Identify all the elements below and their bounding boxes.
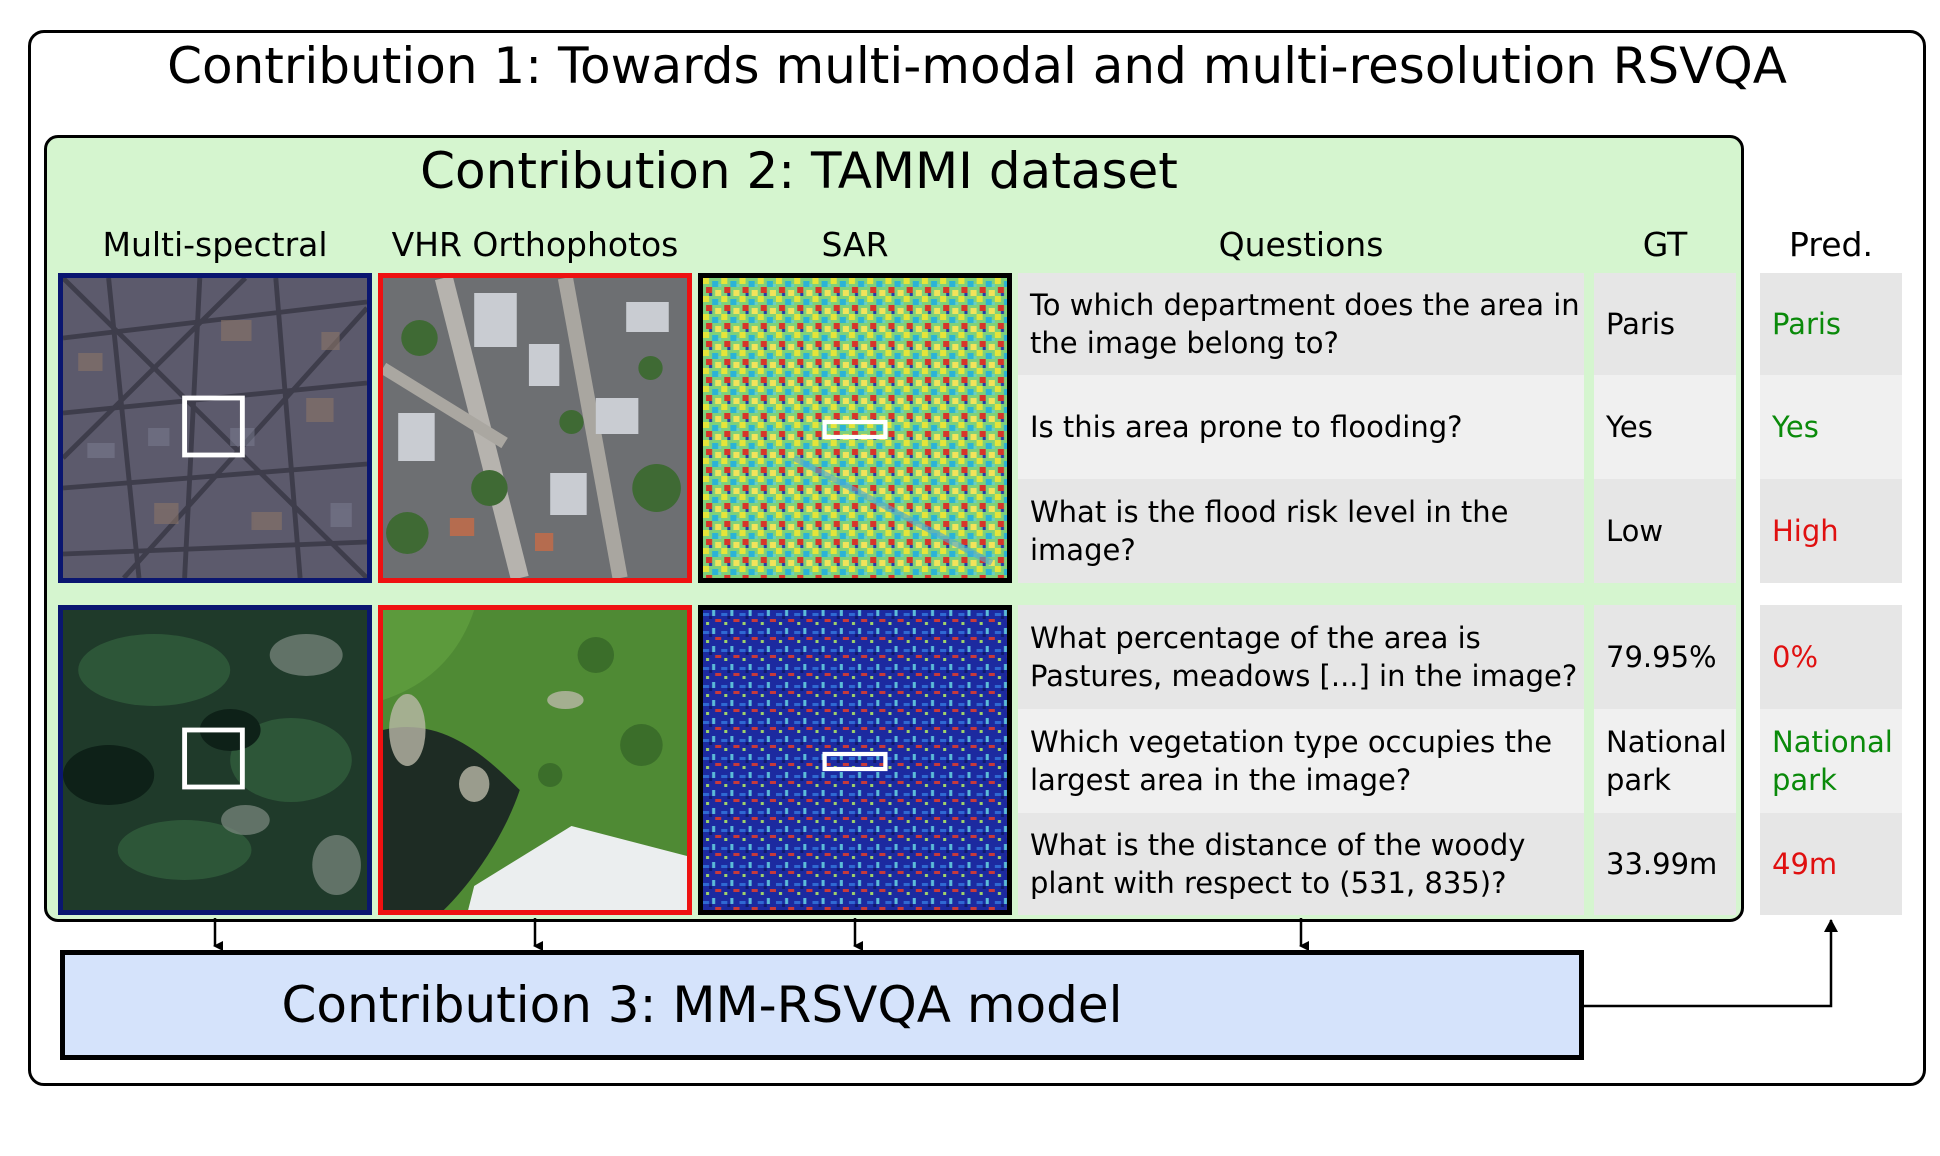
gt-cell: 33.99m <box>1594 813 1736 915</box>
header-questions: Questions <box>1018 223 1584 267</box>
contribution3-model-box: Contribution 3: MM-RSVQA model <box>60 950 1584 1060</box>
sar-image-urban <box>698 273 1012 583</box>
header-gt: GT <box>1594 223 1736 267</box>
question-cell: Is this area prone to flooding? <box>1018 375 1584 479</box>
question-cell: What is the flood risk level in the imag… <box>1018 479 1584 583</box>
pred-cell-wrong: 49m <box>1760 813 1902 915</box>
contribution1-title: Contribution 1: Towards multi-modal and … <box>28 32 1926 100</box>
question-cell: To which department does the area in the… <box>1018 273 1584 375</box>
multispectral-image-vegetation <box>58 605 372 915</box>
gt-cell: 79.95% <box>1594 605 1736 709</box>
vhr-image-vegetation <box>378 605 692 915</box>
pred-cell-wrong: High <box>1760 479 1902 583</box>
pred-cell-correct: Paris <box>1760 273 1902 375</box>
question-cell: Which vegetation type occupies the large… <box>1018 709 1584 813</box>
pred-cell-wrong: 0% <box>1760 605 1902 709</box>
gt-cell: Low <box>1594 479 1736 583</box>
contribution3-title: Contribution 3: MM-RSVQA model <box>281 976 1122 1034</box>
gt-cell: National park <box>1594 709 1736 813</box>
pred-cell-correct: Yes <box>1760 375 1902 479</box>
question-cell: What percentage of the area is Pastures,… <box>1018 605 1584 709</box>
header-sar: SAR <box>698 223 1012 267</box>
pred-cell-correct: National park <box>1760 709 1902 813</box>
header-pred: Pred. <box>1760 223 1902 267</box>
gt-cell: Paris <box>1594 273 1736 375</box>
gt-cell: Yes <box>1594 375 1736 479</box>
multispectral-image-urban <box>58 273 372 583</box>
contribution2-title: Contribution 2: TAMMI dataset <box>0 137 1649 205</box>
sar-image-vegetation <box>698 605 1012 915</box>
header-multispectral: Multi-spectral <box>58 223 372 267</box>
question-cell: What is the distance of the woody plant … <box>1018 813 1584 915</box>
vhr-image-urban <box>378 273 692 583</box>
header-vhr: VHR Orthophotos <box>378 223 692 267</box>
